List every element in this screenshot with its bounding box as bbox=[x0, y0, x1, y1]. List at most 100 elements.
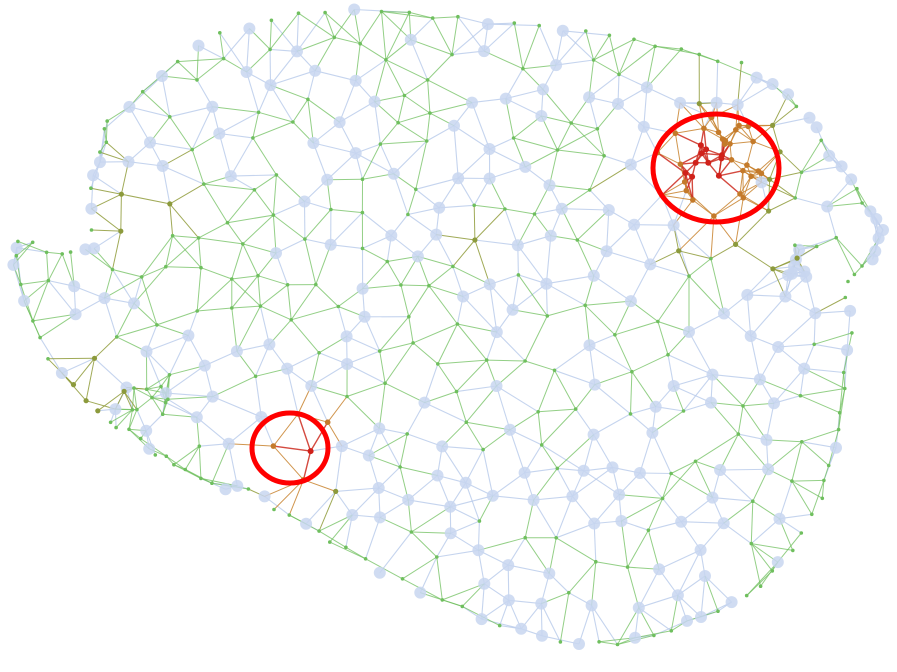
green-edge bbox=[379, 351, 386, 384]
green-node bbox=[435, 555, 439, 559]
green-edge bbox=[555, 537, 597, 563]
green-edge bbox=[384, 342, 414, 384]
green-node bbox=[523, 359, 527, 363]
green-node bbox=[749, 541, 754, 546]
green-edge bbox=[712, 374, 744, 407]
olive-edge bbox=[710, 243, 736, 260]
blue-node bbox=[128, 297, 140, 310]
blue-node bbox=[866, 253, 879, 266]
blue-edge bbox=[504, 208, 519, 246]
blue-edge bbox=[129, 106, 170, 118]
blue-node bbox=[527, 494, 540, 506]
green-edge bbox=[169, 116, 193, 150]
green-edge bbox=[362, 284, 401, 290]
green-edge bbox=[227, 222, 244, 245]
blue-edge bbox=[230, 174, 277, 177]
green-node bbox=[105, 119, 109, 123]
blue-edge bbox=[47, 280, 77, 315]
green-edge bbox=[540, 115, 558, 151]
blue-edge bbox=[591, 605, 600, 642]
green-node bbox=[794, 104, 799, 109]
green-edge bbox=[814, 332, 853, 345]
green-node bbox=[632, 37, 636, 42]
green-node bbox=[144, 387, 149, 392]
green-edge bbox=[594, 371, 633, 386]
blue-edge bbox=[651, 432, 672, 474]
green-edge bbox=[165, 266, 202, 269]
blue-edge bbox=[541, 444, 584, 472]
blue-edge bbox=[161, 75, 171, 117]
blue-node bbox=[798, 362, 811, 375]
blue-edge bbox=[673, 190, 687, 226]
blue-edge bbox=[826, 179, 852, 207]
blue-edge bbox=[442, 445, 484, 451]
green-node bbox=[584, 29, 588, 33]
green-edge bbox=[196, 58, 224, 81]
green-node bbox=[170, 233, 175, 238]
orange-edge bbox=[675, 127, 704, 134]
green-edge bbox=[400, 284, 429, 287]
blue-edge bbox=[538, 25, 557, 66]
blue-edge bbox=[677, 549, 702, 596]
blue-edge bbox=[423, 363, 439, 403]
blue-node bbox=[821, 200, 834, 213]
blue-node bbox=[779, 290, 792, 303]
olive-edge bbox=[120, 194, 122, 232]
blue-edge bbox=[630, 126, 645, 165]
green-edge bbox=[298, 12, 335, 38]
blue-node bbox=[544, 229, 557, 242]
red-node bbox=[718, 152, 725, 159]
green-node bbox=[218, 31, 222, 35]
green-edge bbox=[549, 184, 590, 191]
green-edge bbox=[324, 12, 361, 45]
green-node bbox=[225, 220, 230, 225]
green-edge bbox=[231, 275, 259, 309]
green-node bbox=[820, 496, 825, 501]
blue-edge bbox=[169, 335, 189, 376]
orange-edge bbox=[742, 176, 752, 198]
green-node bbox=[383, 381, 387, 386]
green-node bbox=[31, 319, 35, 323]
olive-edge bbox=[772, 125, 781, 152]
green-node bbox=[164, 454, 169, 459]
red-node bbox=[705, 159, 712, 166]
green-edge bbox=[631, 354, 669, 373]
green-node bbox=[253, 374, 258, 379]
blue-edge bbox=[712, 497, 753, 502]
green-node bbox=[306, 97, 310, 102]
blue-node bbox=[490, 326, 503, 339]
red-edge bbox=[675, 132, 702, 146]
blue-edge bbox=[296, 12, 326, 52]
blue-edge bbox=[634, 224, 674, 226]
blue-node bbox=[156, 70, 168, 82]
olive-edge bbox=[678, 250, 690, 277]
green-node bbox=[739, 60, 744, 65]
green-edge bbox=[576, 209, 610, 241]
green-node bbox=[89, 228, 94, 232]
blue-node bbox=[264, 79, 277, 92]
blue-node bbox=[653, 563, 666, 576]
blue-node bbox=[156, 160, 169, 172]
blue-edge bbox=[457, 16, 485, 52]
green-node bbox=[436, 362, 440, 366]
green-node bbox=[130, 408, 135, 412]
olive-edge bbox=[769, 171, 802, 180]
blue-edge bbox=[462, 296, 498, 333]
green-edge bbox=[541, 408, 577, 446]
blue-edge bbox=[191, 106, 213, 150]
blue-node bbox=[535, 110, 548, 122]
green-edge bbox=[428, 285, 458, 325]
green-node bbox=[127, 427, 131, 432]
green-edge bbox=[257, 275, 261, 307]
blue-edge bbox=[683, 374, 713, 412]
blue-node bbox=[803, 111, 816, 124]
blue-edge bbox=[339, 80, 357, 123]
blue-node bbox=[346, 509, 359, 521]
green-edge bbox=[151, 386, 162, 398]
olive-node bbox=[770, 122, 776, 128]
blue-node bbox=[766, 78, 779, 90]
blue-edge bbox=[487, 23, 540, 27]
green-edge bbox=[432, 17, 453, 55]
green-edge bbox=[593, 59, 620, 75]
green-edge bbox=[115, 409, 133, 428]
